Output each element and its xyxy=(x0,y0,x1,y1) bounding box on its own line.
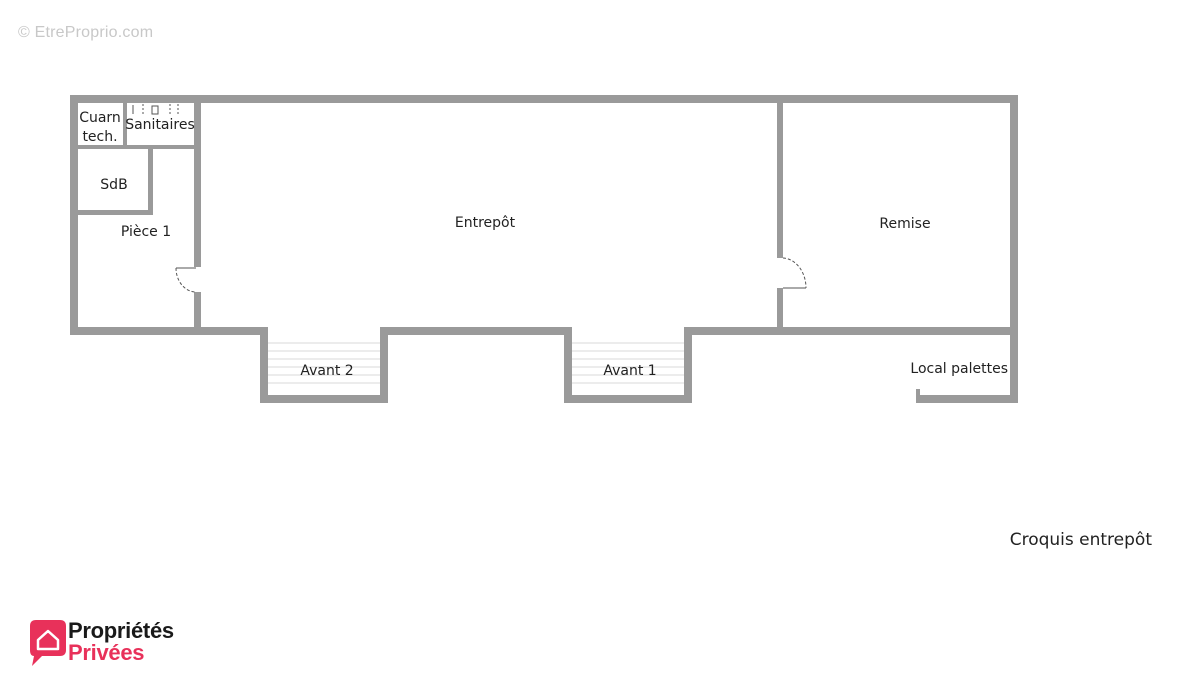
sanitary-fixtures xyxy=(132,104,179,116)
room-label-sanitaires: Sanitaires xyxy=(125,117,195,133)
room-label-sdb: SdB xyxy=(100,177,127,193)
room-label-entrepot: Entrepôt xyxy=(455,215,516,231)
walls xyxy=(70,95,1018,403)
brand-logo-icon xyxy=(30,620,66,666)
room-label-avant2: Avant 2 xyxy=(300,363,353,379)
watermark: © EtreProprio.com xyxy=(18,24,154,41)
plan-caption: Croquis entrepôt xyxy=(1009,530,1152,550)
brand-line-1: Propriétés xyxy=(68,618,174,643)
brand-line-2: Privées xyxy=(68,640,145,665)
room-label-avant1: Avant 1 xyxy=(603,363,656,379)
room-label-remise: Remise xyxy=(879,216,930,232)
brand-name: Propriétés Privées xyxy=(68,620,174,664)
room-label-piece1: Pièce 1 xyxy=(121,224,171,240)
room-label-tech: tech. xyxy=(82,129,117,145)
doors xyxy=(175,257,807,293)
avant-hatching xyxy=(268,342,684,384)
room-label-cuarn: Cuarn xyxy=(79,110,121,126)
room-label-local-palettes: Local palettes xyxy=(910,361,1008,377)
